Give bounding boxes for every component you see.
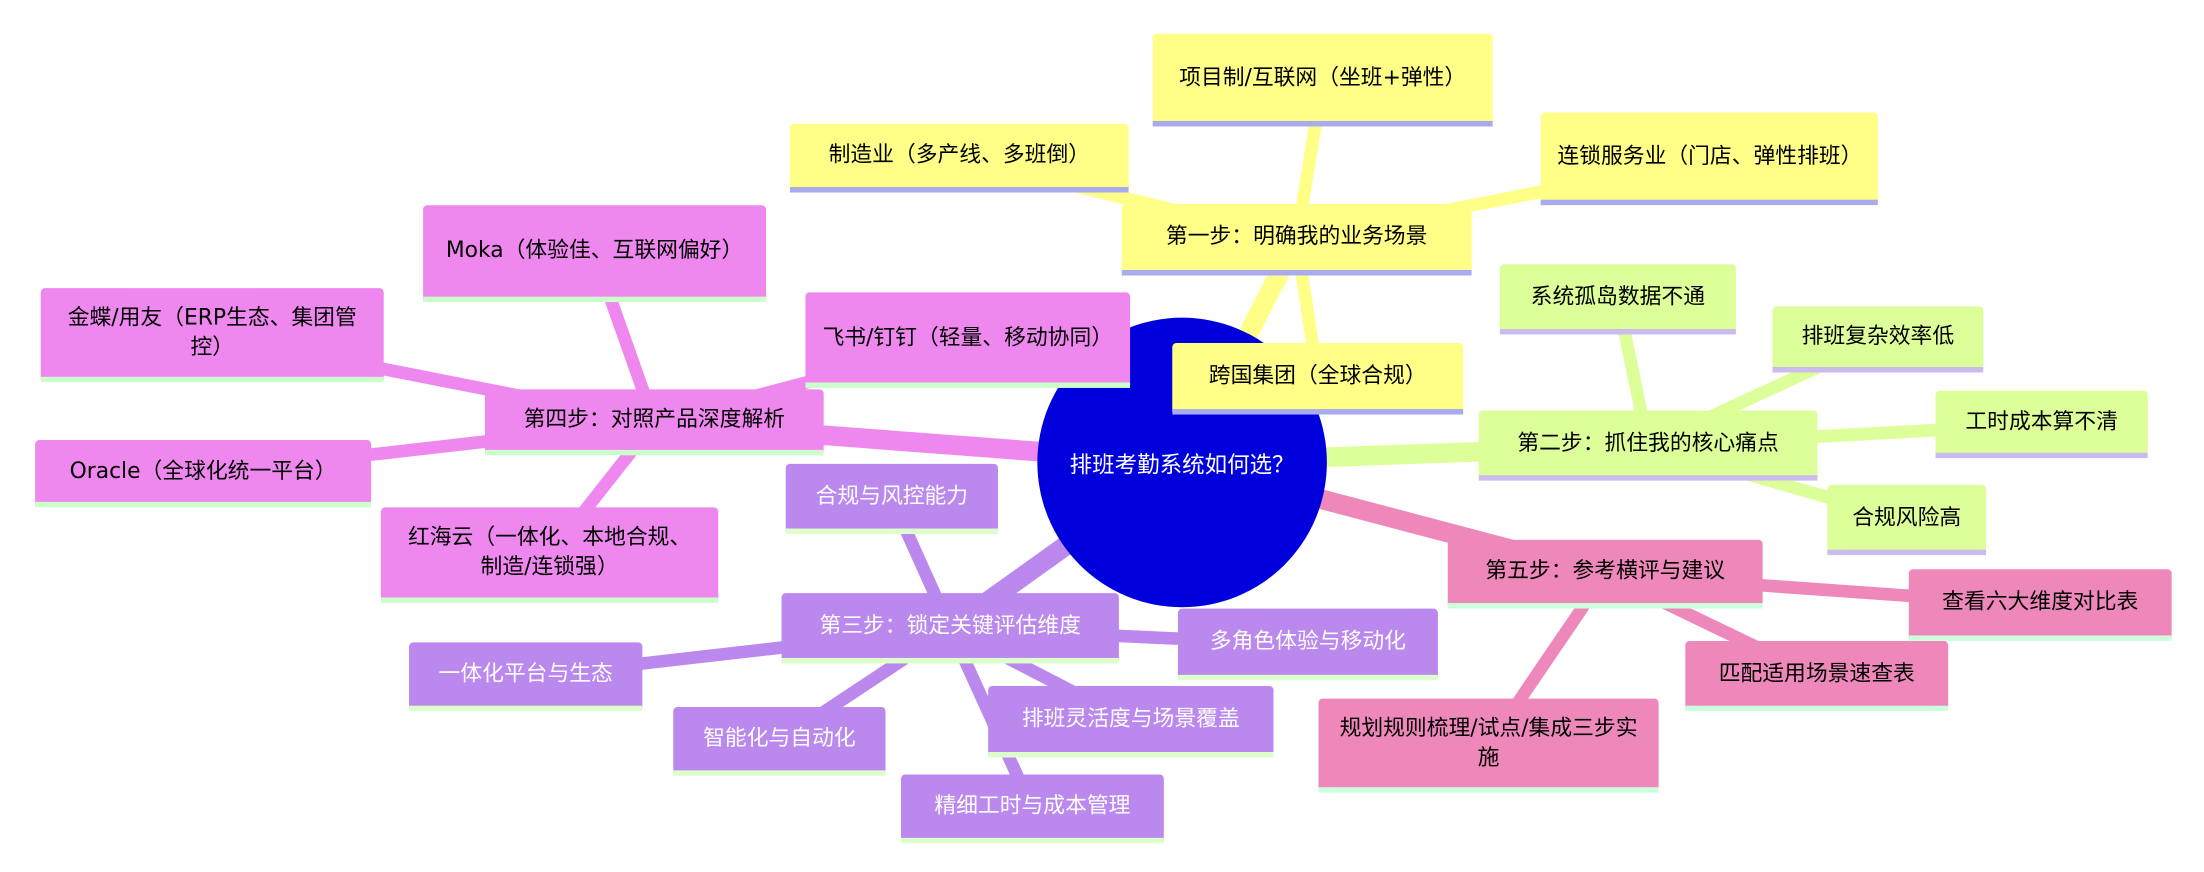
leaf-node[interactable]: 精细工时与成本管理 — [900, 774, 1164, 844]
branch-node-step-1[interactable]: 第一步：明确我的业务场景 — [1121, 203, 1472, 276]
leaf-node[interactable]: 规划规则梳理/试点/集成三步实施 — [1318, 698, 1659, 793]
leaf-node[interactable]: 排班复杂效率低 — [1772, 306, 1984, 373]
leaf-node[interactable]: 多角色体验与移动化 — [1177, 608, 1438, 681]
leaf-node[interactable]: 智能化与自动化 — [673, 707, 886, 776]
leaf-node[interactable]: Oracle（全球化统一平台） — [35, 439, 372, 508]
leaf-node[interactable]: 排班灵活度与场景覆盖 — [988, 685, 1274, 758]
leaf-node[interactable]: 金蝶/用友（ERP生态、集团管控） — [40, 288, 384, 383]
leaf-node[interactable]: 合规与风控能力 — [785, 463, 998, 535]
leaf-node[interactable]: 制造业（多产线、多班倒） — [789, 123, 1129, 193]
leaf-node[interactable]: 飞书/钉钉（轻量、移动协同） — [805, 292, 1131, 388]
leaf-node[interactable]: 匹配适用场景速查表 — [1685, 640, 1949, 712]
branch-node-step-2[interactable]: 第二步：抓住我的核心痛点 — [1478, 410, 1818, 481]
leaf-node[interactable]: 连锁服务业（门店、弹性排班） — [1540, 112, 1878, 206]
leaf-node[interactable]: 跨国集团（全球合规） — [1172, 342, 1464, 415]
branch-node-step-4[interactable]: 第四步：对照产品深度解析 — [484, 389, 824, 456]
leaf-node[interactable]: 一体化平台与生态 — [409, 642, 643, 712]
leaf-node[interactable]: 查看六大维度对比表 — [1908, 569, 2172, 641]
branch-node-step-5[interactable]: 第五步：参考横评与建议 — [1447, 539, 1763, 609]
leaf-node[interactable]: 合规风险高 — [1827, 484, 1987, 556]
branch-node-step-3[interactable]: 第三步：锁定关键评估维度 — [781, 593, 1119, 664]
leaf-node[interactable]: Moka（体验佳、互联网偏好） — [423, 205, 767, 303]
leaf-node[interactable]: 工时成本算不清 — [1935, 390, 2148, 459]
leaf-node[interactable]: 系统孤岛数据不通 — [1499, 264, 1736, 335]
leaf-node[interactable]: 红海云（一体化、本地合规、制造/连锁强） — [380, 507, 719, 604]
leaf-node[interactable]: 项目制/互联网（坐班+弹性） — [1152, 33, 1493, 127]
